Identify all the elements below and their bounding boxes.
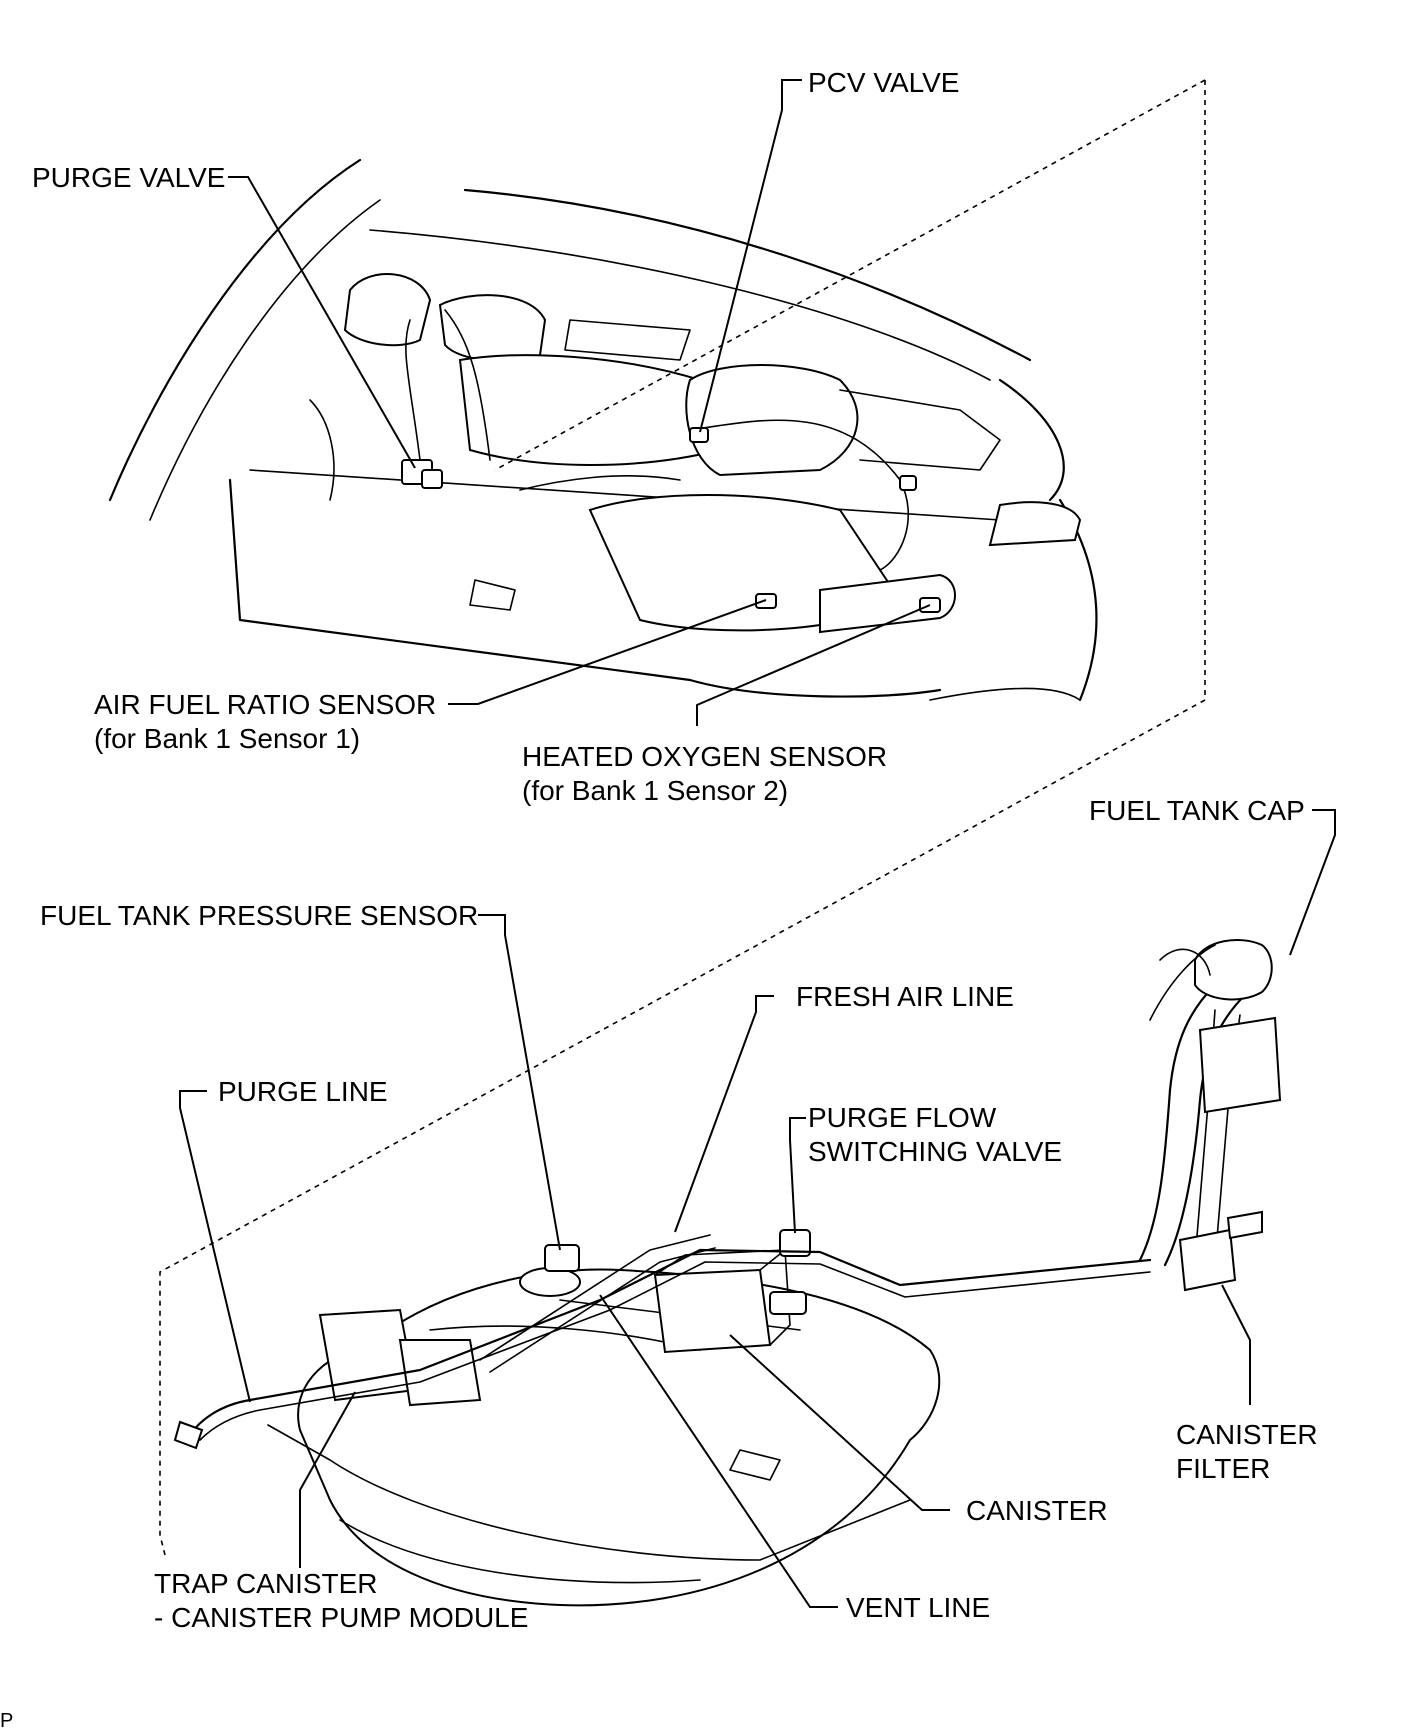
leader-vent-line: [599, 1294, 838, 1608]
corner-mark: P: [0, 1710, 13, 1732]
label-trap-canister: TRAP CANISTER - CANISTER PUMP MODULE: [154, 1567, 528, 1635]
label-canister-filter-line1: CANISTER: [1176, 1419, 1318, 1450]
leader-purge-line: [179, 1090, 251, 1403]
leader-purge-valve: [228, 176, 416, 469]
region-dashed-outline: [159, 80, 1206, 1556]
label-af-sensor-line2: (for Bank 1 Sensor 1): [94, 723, 361, 754]
label-purge-flow-switching-valve: PURGE FLOW SWITCHING VALVE: [808, 1101, 1062, 1169]
leader-purge-flow-valve: [789, 1117, 806, 1234]
label-purge-line: PURGE LINE: [218, 1075, 388, 1109]
label-pcv-valve: PCV VALVE: [808, 66, 959, 100]
label-purge-flow-line1: PURGE FLOW: [808, 1102, 997, 1133]
leader-fuel-tank-cap: [1289, 809, 1336, 956]
leader-canister-filter: [1221, 1284, 1251, 1405]
label-canister-filter-line2: FILTER: [1176, 1453, 1271, 1484]
label-fuel-tank-cap: FUEL TANK CAP: [1089, 794, 1305, 828]
label-canister-filter: CANISTER FILTER: [1176, 1418, 1318, 1486]
leader-pcv-valve: [699, 79, 802, 433]
label-fuel-tank-pressure-sensor: FUEL TANK PRESSURE SENSOR: [40, 899, 478, 933]
label-trap-canister-line2: - CANISTER PUMP MODULE: [154, 1602, 529, 1633]
label-canister-text: CANISTER: [966, 1495, 1108, 1526]
label-ho2-sensor: HEATED OXYGEN SENSOR (for Bank 1 Sensor …: [522, 740, 887, 808]
leader-pressure-sensor: [478, 914, 561, 1251]
corner-mark-text: P: [0, 1710, 14, 1732]
label-fuel-tank-cap-text: FUEL TANK CAP: [1089, 795, 1305, 826]
leader-af-sensor: [448, 599, 767, 705]
leader-fresh-air-line: [674, 995, 774, 1233]
engine-bay-illustration: [108, 158, 1098, 702]
label-purge-valve-text: PURGE VALVE: [32, 162, 226, 193]
label-trap-canister-line1: TRAP CANISTER: [154, 1568, 378, 1599]
leader-ho2-sensor: [696, 604, 931, 726]
leader-canister: [729, 1334, 950, 1511]
label-purge-valve: PURGE VALVE: [32, 161, 225, 195]
label-pressure-sensor-text: FUEL TANK PRESSURE SENSOR: [40, 900, 479, 931]
leader-trap-canister: [299, 1391, 356, 1568]
label-purge-line-text: PURGE LINE: [218, 1076, 388, 1107]
label-ho2-sensor-line1: HEATED OXYGEN SENSOR: [522, 741, 888, 772]
fuel-tank-illustration: [173, 939, 1282, 1607]
label-pcv-valve-text: PCV VALVE: [808, 67, 960, 98]
label-fresh-air-line: FRESH AIR LINE: [796, 980, 1014, 1014]
label-ho2-sensor-line2: (for Bank 1 Sensor 2): [522, 775, 789, 806]
label-af-sensor-line1: AIR FUEL RATIO SENSOR: [94, 689, 437, 720]
label-vent-line-text: VENT LINE: [846, 1592, 991, 1623]
label-vent-line: VENT LINE: [846, 1591, 990, 1625]
label-af-sensor: AIR FUEL RATIO SENSOR (for Bank 1 Sensor…: [94, 688, 436, 756]
label-fresh-air-line-text: FRESH AIR LINE: [796, 981, 1014, 1012]
label-purge-flow-line2: SWITCHING VALVE: [808, 1136, 1063, 1167]
label-canister: CANISTER: [966, 1494, 1108, 1528]
